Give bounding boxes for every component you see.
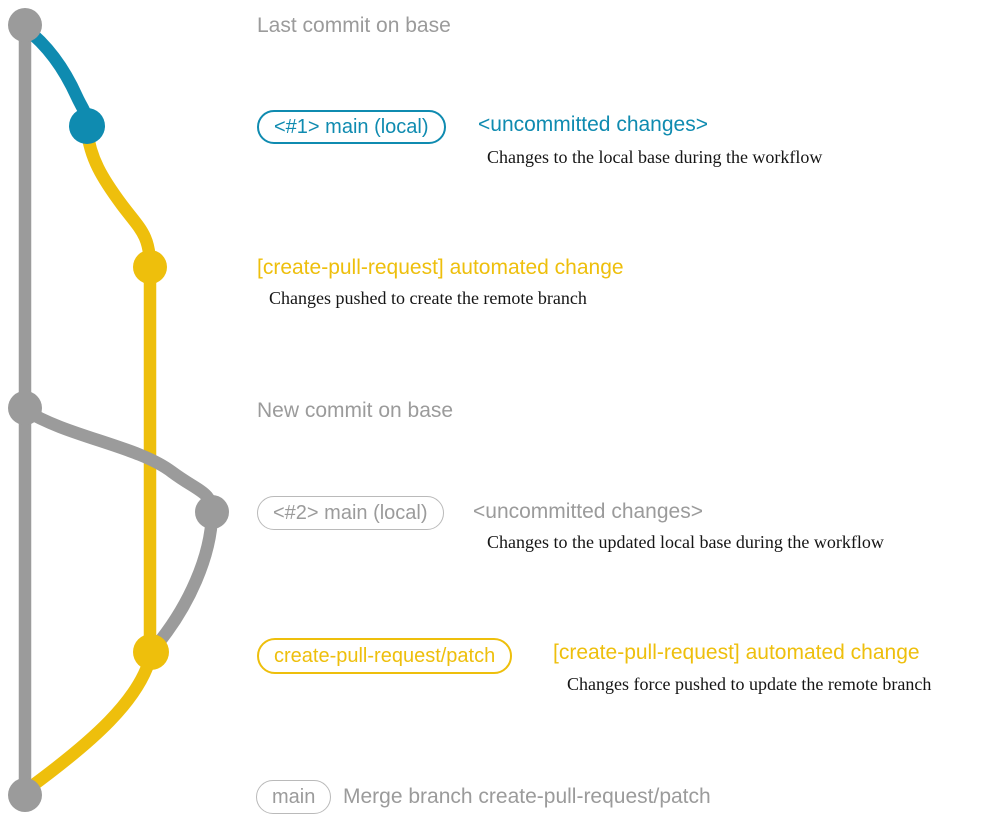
heading-automated-change-2: [create-pull-request] automated change: [553, 641, 920, 664]
heading-merge-branch: Merge branch create-pull-request/patch: [343, 785, 711, 808]
note-uncommitted-changes-2: Changes to the updated local base during…: [487, 532, 884, 552]
heading-automated-change-1: [create-pull-request] automated change: [257, 256, 624, 279]
remote-branch-merge-curve: [24, 653, 158, 795]
commit-uncommitted-2: [195, 495, 229, 529]
note-automated-change-1: Changes pushed to create the remote bran…: [269, 288, 587, 308]
commit-new-on-base: [8, 391, 42, 425]
local-rebase-curve: [151, 513, 219, 650]
remote-branch-curve-top: [80, 129, 157, 268]
git-graph: [8, 8, 229, 812]
label-last-commit-on-base: Last commit on base: [257, 14, 451, 37]
commit-automated-change-1: [133, 250, 167, 284]
badge-main-local-1: <#1> main (local): [257, 110, 446, 144]
commit-uncommitted-1: [69, 108, 105, 144]
label-new-commit-on-base: New commit on base: [257, 399, 454, 422]
badge-main: main: [256, 780, 332, 814]
local-branch-curve-2: [21, 404, 219, 513]
commit-automated-change-2: [133, 634, 169, 670]
commit-merge: [8, 778, 42, 812]
heading-uncommitted-changes-1: <uncommitted changes>: [478, 113, 708, 136]
commit-last-on-base: [8, 8, 42, 42]
badge-main-local-2: <#2> main (local): [257, 496, 444, 530]
note-automated-change-2: Changes force pushed to update the remot…: [567, 674, 932, 694]
badge-patch-branch: create-pull-request/patch: [257, 638, 513, 674]
note-uncommitted-changes-1: Changes to the local base during the wor…: [487, 147, 823, 167]
heading-uncommitted-changes-2: <uncommitted changes>: [473, 500, 703, 523]
